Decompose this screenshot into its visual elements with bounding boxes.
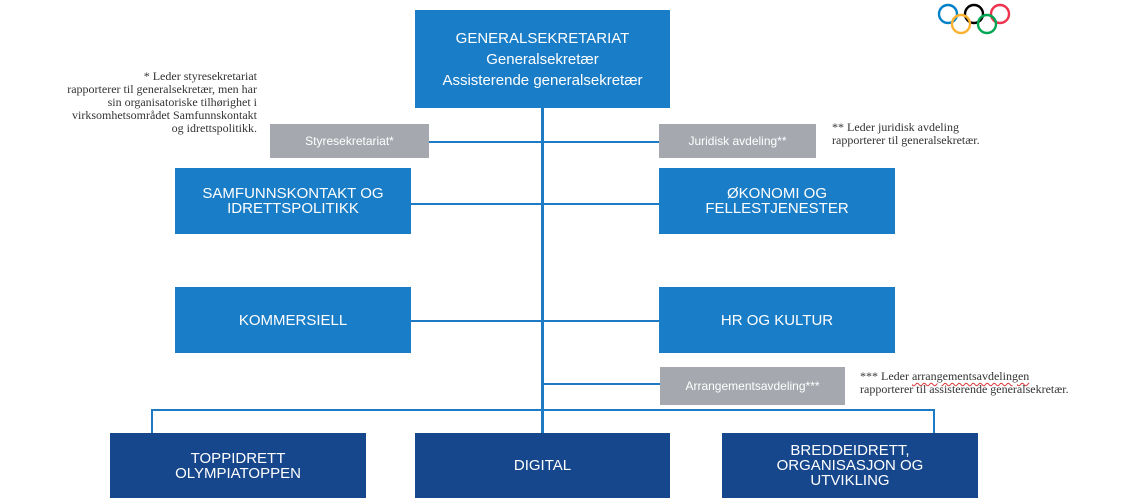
- samfunnskontakt-line2: IDRETTSPOLITIKK: [227, 200, 359, 217]
- note-styresekretariat: * Leder styresekretariat rapporterer til…: [0, 70, 257, 135]
- connector-to-okonomi: [544, 203, 659, 205]
- note3-word: arrangementsavdelingen: [911, 369, 1030, 383]
- note1-line1: * Leder styresekretariat: [143, 69, 257, 83]
- connector-to-styresekretariat: [429, 141, 542, 143]
- connector-vertical-main: [541, 108, 544, 410]
- styresekretariat-label: Styresekretariat*: [305, 134, 394, 148]
- ring-yellow: [950, 13, 972, 35]
- breddeidrett-line3: UTVIKLING: [810, 472, 890, 489]
- samfunnskontakt-line1: SAMFUNNSKONTAKT OG: [202, 185, 384, 202]
- note1-line2: rapporterer til generalsekretær, men har: [67, 82, 257, 96]
- connector-to-kommersiell: [411, 320, 542, 322]
- note-juridisk: ** Leder juridisk avdeling rapporterer t…: [832, 121, 1122, 147]
- styresekretariat-box: Styresekretariat*: [270, 124, 429, 158]
- ring-red: [989, 3, 1011, 25]
- ring-black: [963, 3, 985, 25]
- digital-box: DIGITAL: [415, 433, 670, 498]
- note3-prefix: *** Leder: [860, 369, 912, 383]
- digital-label: DIGITAL: [513, 457, 572, 474]
- note3-line2: rapporterer til assisterende generalsekr…: [860, 382, 1069, 396]
- connector-to-arrangement: [544, 383, 660, 385]
- note1-line5: og idrettspolitikk.: [171, 121, 257, 135]
- okonomi-line2: FELLESTJENESTER: [705, 200, 849, 217]
- note1-line3: sin organisatoriske tilhørighet i: [107, 95, 257, 109]
- juridisk-avdeling-label: Juridisk avdeling**: [688, 134, 787, 148]
- connector-to-samfunnskontakt: [411, 203, 542, 205]
- arrangementsavdeling-label: Arrangementsavdeling***: [685, 379, 820, 393]
- toppidrett-box: TOPPIDRETT OLYMPIATOPPEN: [110, 433, 366, 498]
- breddeidrett-box: BREDDEIDRETT, ORGANISASJON OG UTVIKLING: [722, 433, 978, 498]
- assisterende-generalsekretar-label: Assisterende generalsekretær: [442, 71, 643, 89]
- samfunnskontakt-box: SAMFUNNSKONTAKT OG IDRETTSPOLITIKK: [175, 168, 411, 234]
- connector-to-digital: [541, 409, 544, 433]
- generalsekretariat-box: GENERALSEKRETARIAT Generalsekretær Assis…: [415, 10, 670, 108]
- olympic-rings-logo: [937, 3, 1011, 35]
- kommersiell-box: KOMMERSIELL: [175, 287, 411, 353]
- toppidrett-line1: TOPPIDRETT: [190, 449, 286, 467]
- breddeidrett-line1: BREDDEIDRETT,: [790, 442, 910, 459]
- connector-to-toppidrett: [151, 409, 153, 433]
- note3-line1: *** Leder arrangementsavdelingen: [860, 370, 1132, 383]
- connector-to-breddeidrett: [933, 409, 935, 433]
- ring-green: [976, 13, 998, 35]
- okonomi-line1: ØKONOMI OG: [726, 185, 827, 202]
- breddeidrett-line2: ORGANISASJON OG: [776, 457, 924, 474]
- note1-line4: virksomhetsområdet Samfunnskontakt: [72, 108, 257, 122]
- generalsekretariat-title: GENERALSEKRETARIAT: [455, 29, 630, 47]
- okonomi-box: ØKONOMI OG FELLESTJENESTER: [659, 168, 895, 234]
- note2-line1: ** Leder juridisk avdeling: [832, 120, 959, 134]
- kommersiell-label: KOMMERSIELL: [238, 311, 348, 329]
- hr-og-kultur-box: HR OG KULTUR: [659, 287, 895, 353]
- juridisk-avdeling-box: Juridisk avdeling**: [659, 124, 816, 158]
- connector-to-hr: [544, 320, 659, 322]
- generalsekretar-label: Generalsekretær: [486, 50, 599, 68]
- connector-to-juridisk: [544, 141, 659, 143]
- arrangementsavdeling-box: Arrangementsavdeling***: [660, 367, 845, 405]
- toppidrett-line2: OLYMPIATOPPEN: [175, 464, 301, 482]
- note-arrangement: *** Leder arrangementsavdelingen rapport…: [860, 370, 1132, 396]
- ring-blue: [937, 3, 959, 25]
- note2-line2: rapporterer til generalsekretær.: [832, 133, 980, 147]
- hr-og-kultur-label: HR OG KULTUR: [720, 311, 834, 329]
